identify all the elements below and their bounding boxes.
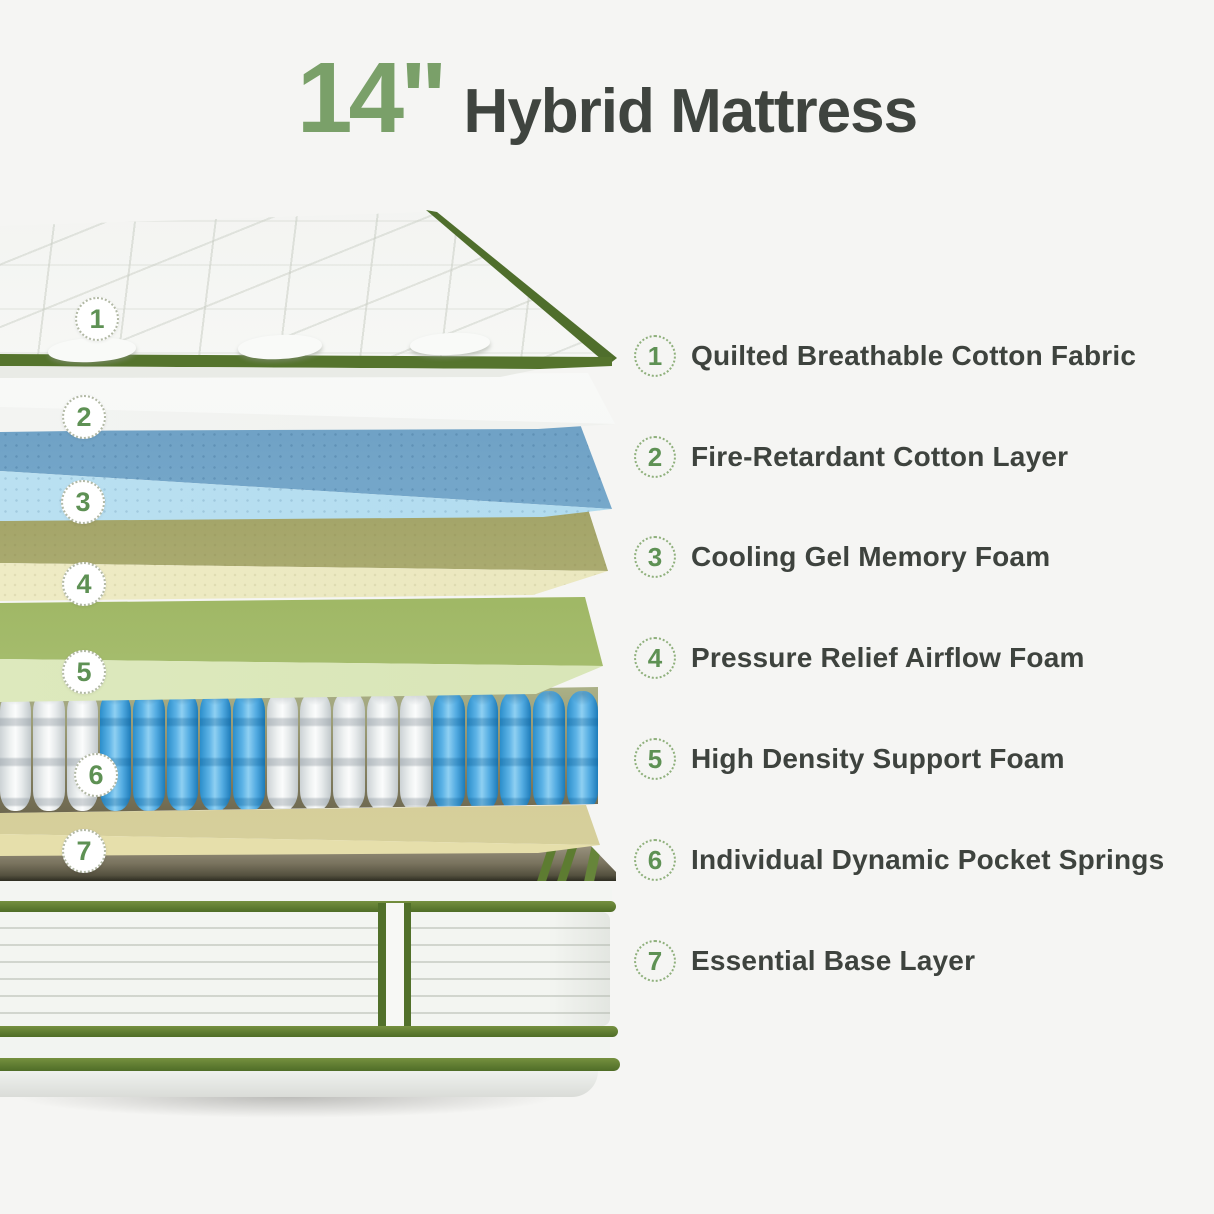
legend-item-6: 6 Individual Dynamic Pocket Springs — [634, 838, 1164, 882]
legend-number: 1 — [647, 340, 663, 371]
base-piping-middle — [0, 1026, 618, 1037]
pocket-spring — [166, 691, 198, 811]
gap-band-stripe — [557, 845, 578, 881]
legend-label: Cooling Gel Memory Foam — [691, 541, 1051, 572]
pocket-spring — [433, 691, 465, 811]
legend-circle: 4 — [634, 637, 676, 679]
legend-number: 6 — [647, 844, 663, 875]
pocket-spring — [499, 691, 532, 811]
layer-badge-1: 1 — [75, 297, 119, 341]
pocket-spring — [299, 691, 332, 811]
pocket-spring — [533, 691, 565, 811]
badge-number: 3 — [75, 486, 91, 517]
spring-row — [0, 687, 598, 813]
pocket-spring — [566, 691, 598, 811]
base-vertical-stripes — [378, 903, 411, 1036]
legend-circle: 5 — [634, 738, 676, 780]
pocket-spring — [0, 691, 32, 811]
layer-badge-4: 4 — [62, 562, 106, 606]
legend-label: High Density Support Foam — [691, 743, 1065, 774]
badge-number: 6 — [88, 759, 104, 790]
product-name: Hybrid Mattress — [463, 77, 919, 146]
legend-label: Essential Base Layer — [691, 945, 976, 976]
legend-label: Fire-Retardant Cotton Layer — [691, 441, 1069, 472]
legend-item-4: 4 Pressure Relief Airflow Foam — [634, 636, 1085, 680]
base-side-panel — [0, 912, 610, 1026]
legend-label: Quilted Breathable Cotton Fabric — [691, 340, 1137, 371]
badge-number: 4 — [76, 568, 92, 599]
pocket-spring — [199, 691, 232, 811]
legend-circle: 1 — [634, 335, 676, 377]
pocket-spring — [333, 691, 365, 811]
legend-number: 3 — [647, 541, 663, 572]
legend-label: Individual Dynamic Pocket Springs — [691, 844, 1165, 875]
base-piping-top — [0, 901, 616, 912]
base-lower-band — [0, 1037, 610, 1058]
pocket-spring — [266, 691, 298, 811]
legend-number: 4 — [647, 642, 663, 673]
legend-item-1: 1 Quilted Breathable Cotton Fabric — [634, 334, 1136, 378]
legend-number: 2 — [647, 441, 663, 472]
base-top-band — [0, 878, 612, 903]
badge-number: 5 — [76, 656, 92, 687]
legend-item-2: 2 Fire-Retardant Cotton Layer — [634, 435, 1068, 479]
layer-badge-5: 5 — [62, 650, 106, 694]
pocket-spring — [233, 691, 265, 811]
base-bottom-curve — [0, 1071, 598, 1097]
legend-number: 7 — [647, 945, 663, 976]
legend-circle: 3 — [634, 536, 676, 578]
layer-badge-2: 2 — [62, 395, 106, 439]
legend-item-7: 7 Essential Base Layer — [634, 939, 975, 983]
legend-number: 5 — [647, 743, 663, 774]
legend-item-5: 5 High Density Support Foam — [634, 737, 1065, 781]
layer-badge-3: 3 — [61, 480, 105, 524]
layer-badge-7: 7 — [62, 829, 106, 873]
page-title: 14" Hybrid Mattress — [296, 42, 919, 154]
pocket-spring — [466, 691, 498, 811]
badge-number: 7 — [76, 835, 92, 866]
pocket-spring — [399, 691, 432, 811]
layer-badge-6: 6 — [74, 753, 118, 797]
pocket-spring — [133, 691, 165, 811]
pocket-spring — [366, 691, 398, 811]
legend-circle: 6 — [634, 839, 676, 881]
base-piping-bottom — [0, 1058, 620, 1071]
badge-number: 2 — [76, 401, 92, 432]
legend-label: Pressure Relief Airflow Foam — [691, 642, 1085, 673]
legend-circle: 2 — [634, 436, 676, 478]
legend-item-3: 3 Cooling Gel Memory Foam — [634, 535, 1050, 579]
mattress-height-value: 14" — [296, 42, 448, 154]
legend-circle: 7 — [634, 940, 676, 982]
gap-band-corner-streak — [584, 845, 602, 881]
badge-number: 1 — [89, 303, 105, 334]
pocket-spring — [33, 691, 65, 811]
